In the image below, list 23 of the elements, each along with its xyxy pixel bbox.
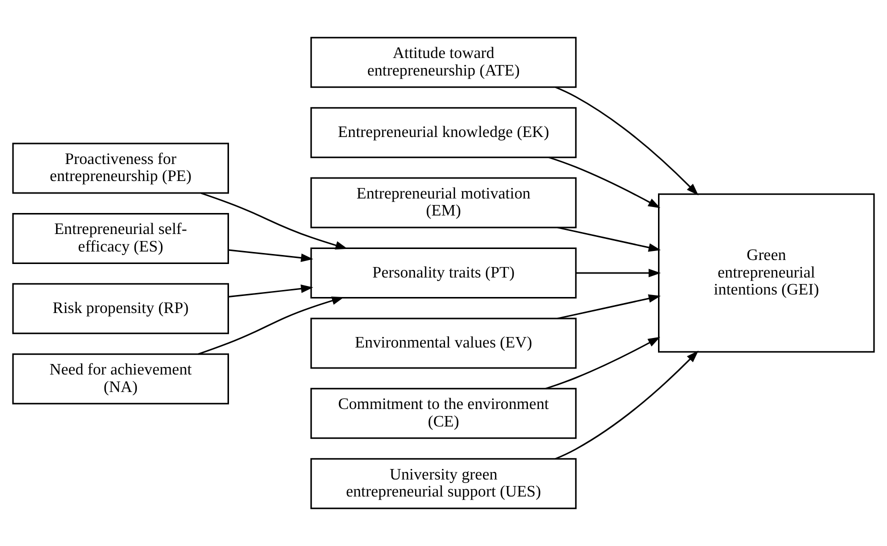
node-box: Risk propensity (RP) [12,283,229,334]
arrow [555,86,698,196]
node-box: Attitude toward entrepreneurship (ATE) [310,36,577,88]
node-box: Entrepreneurial motivation (EM) [310,177,577,228]
arrow [200,192,348,250]
node-box: Entrepreneurial knowledge (EK) [310,107,577,158]
node-box: Need for achievement (NA) [12,353,229,404]
node-box: Proactiveness for entrepreneurship (PE) [12,142,229,194]
node-box: Entrepreneurial self-efficacy (ES) [12,212,229,264]
arrow [576,268,661,278]
node-box: Personality traits (PT) [310,248,577,298]
arrow [558,226,661,252]
arrow [555,350,698,460]
arrow [228,249,314,262]
node-box: University green entrepreneurial support (UES) [310,458,577,510]
arrow [546,336,660,390]
node-box: Green entrepreneurial intentions (GEI) [658,193,875,353]
arrow [228,284,314,298]
arrow [198,296,344,355]
node-box: Environmental values (EV) [310,318,577,369]
arrow [548,156,660,208]
node-box: Commitment to the environment (CE) [310,388,577,439]
arrow [558,294,661,320]
